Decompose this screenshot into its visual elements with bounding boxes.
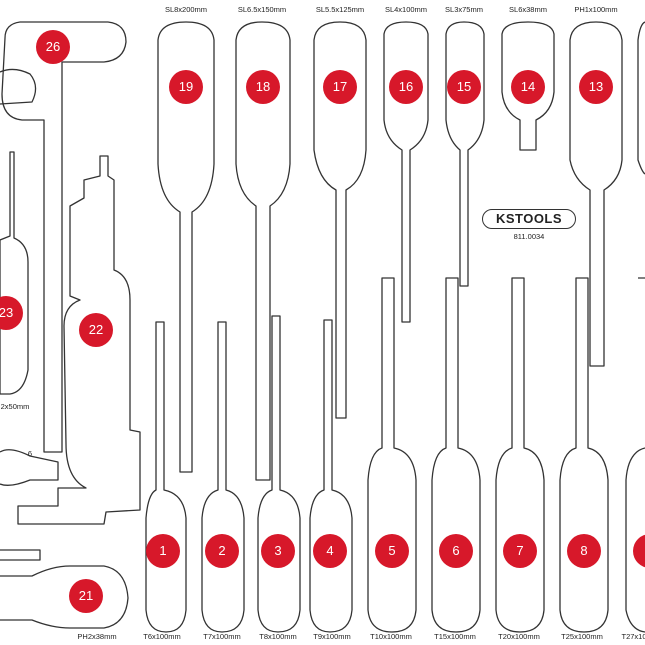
badge-21: 21	[69, 579, 103, 613]
badge-8: 8	[567, 534, 601, 568]
slot-14-outline	[501, 21, 555, 151]
badge-26: 26	[36, 30, 70, 64]
badge-16: 16	[389, 70, 423, 104]
kstools-logo: KSTOOLS	[482, 209, 576, 229]
badge-1: 1	[146, 534, 180, 568]
label-t20x100: T20x100mm	[498, 632, 540, 641]
badge-17: 17	[323, 70, 357, 104]
badge-4: 4	[313, 534, 347, 568]
badge-15: 15	[447, 70, 481, 104]
badge-23: 23	[0, 296, 23, 330]
stubby-outline	[0, 565, 129, 629]
slot-7-outline	[495, 277, 545, 633]
slot-12-outline	[637, 21, 645, 175]
slot-5-outline	[367, 277, 417, 633]
label-t25x100: T25x100mm	[561, 632, 603, 641]
badge-3: 3	[261, 534, 295, 568]
label-2x50: 2x50mm	[0, 402, 30, 411]
badge-9: 9	[633, 534, 645, 568]
label-ph1x100: PH1x100mm	[574, 5, 618, 14]
driver-23-outline	[0, 151, 29, 395]
badge-18: 18	[246, 70, 280, 104]
badge-2: 2	[205, 534, 239, 568]
label-sl6-5x150: SL6.5x150mm	[237, 5, 287, 14]
label-t7x100: T7x100mm	[203, 632, 241, 641]
label-sl4x100: SL4x100mm	[384, 5, 428, 14]
small-bit-slot	[0, 449, 59, 486]
slot-8-outline	[559, 277, 609, 633]
t-handle-inner	[0, 68, 37, 105]
bit-holder-outline	[17, 155, 141, 525]
badge-22: 22	[79, 313, 113, 347]
badge-14: 14	[511, 70, 545, 104]
label-t10x100: T10x100mm	[370, 632, 412, 641]
label-t9x100: T9x100mm	[313, 632, 351, 641]
slot-13-outline	[569, 21, 623, 367]
label-small-6: 6	[27, 449, 33, 458]
slot-17-outline	[313, 21, 367, 419]
article-number: 811.0034	[513, 232, 545, 241]
label-sl6x38: SL6x38mm	[509, 5, 547, 14]
badge-7: 7	[503, 534, 537, 568]
slot-16-outline	[383, 21, 429, 323]
slot-2-outline	[201, 321, 245, 633]
slot-6-outline	[431, 277, 481, 633]
badge-6: 6	[439, 534, 473, 568]
label-t8x100: T8x100mm	[259, 632, 297, 641]
slot-18-outline	[235, 21, 291, 481]
label-sl8x200: SL8x200mm	[164, 5, 208, 14]
slot-15-outline	[445, 21, 485, 287]
label-t6x100: T6x100mm	[143, 632, 181, 641]
slot-19-outline	[157, 21, 215, 473]
t-handle-outline	[1, 21, 127, 453]
badge-5: 5	[375, 534, 409, 568]
bit-rail	[0, 549, 41, 561]
label-ph2x38: PH2x38mm	[77, 632, 117, 641]
slot-4-outline	[309, 319, 353, 633]
label-sl5-5x125: SL5.5x125mm	[315, 5, 365, 14]
slot-1-outline	[145, 321, 187, 633]
slot-9-outline	[625, 277, 645, 633]
badge-19: 19	[169, 70, 203, 104]
badge-13: 13	[579, 70, 613, 104]
label-sl3x75: SL3x75mm	[445, 5, 483, 14]
slot-3-outline	[257, 315, 301, 633]
label-t15x100: T15x100mm	[434, 632, 476, 641]
label-t27x10: T27x10	[621, 632, 645, 641]
